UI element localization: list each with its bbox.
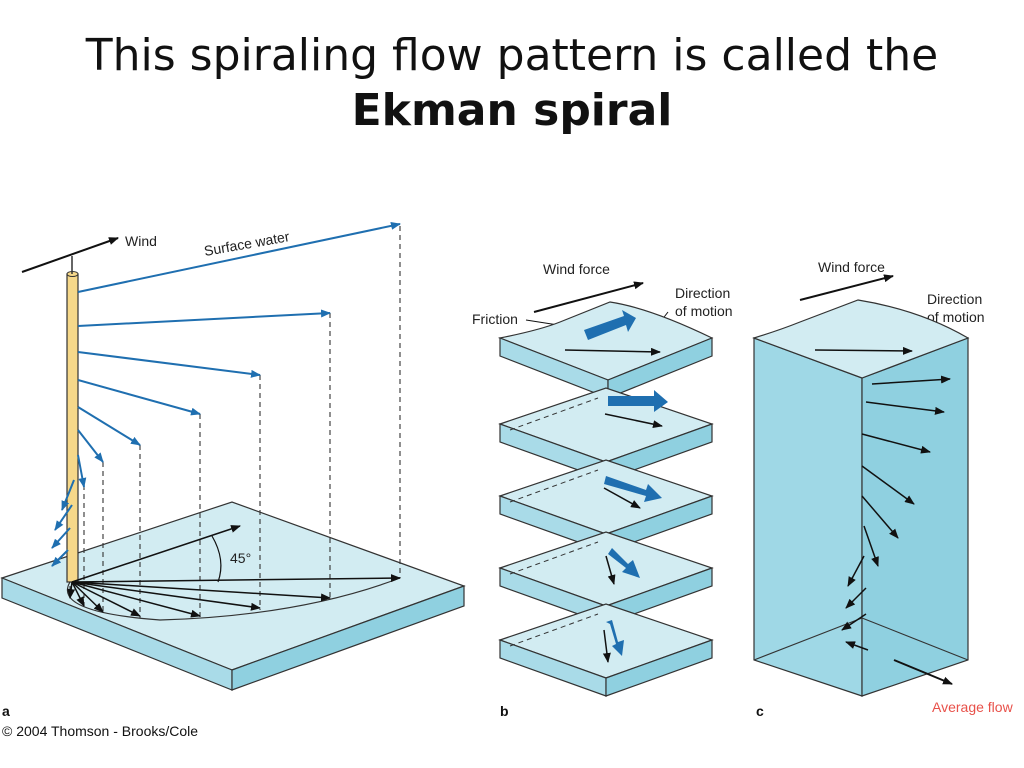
slide-title: This spiraling flow pattern is called th… [0,28,1024,138]
panel-c-direction-label-2: of motion [927,309,985,325]
panel-b-layer-1 [497,301,714,399]
panel-b-layer-5 [498,603,714,697]
panel-c-bottom-edge-2 [861,617,969,661]
panel-b-direction-label-1: Direction [675,285,730,301]
panel-b-direction-label-2: of motion [675,303,733,319]
panel-a-current-arrows [51,221,401,567]
panel-a-pole [66,273,79,583]
panel-b-layer-4 [498,531,714,625]
panel-c-column-left-face [753,337,863,697]
panel-c-surface-arrow [814,346,913,355]
panel-c-direction-label-1: Direction [927,291,982,307]
panel-c-column-right-face [861,337,969,697]
panel-b-layer-2 [498,387,714,481]
panel-a-projected-arrows [67,525,401,618]
panel-c-average-flow-label: Average flow [932,699,1014,715]
panel-c: Wind force Direction of motion Average f… [752,259,1014,719]
panel-b-friction-label: Friction [472,311,518,327]
panel-a-angle-label: 45° [230,550,251,566]
panel-a-slab-right [231,585,465,691]
panel-a-wind-label: Wind [125,233,157,249]
panel-c-wind-force-arrow [799,274,894,301]
panel-b-wind-force-arrow [533,281,644,313]
panel-c-depth-arrows [841,375,951,651]
figure-credit: © 2004 Thomson - Brooks/Cole [2,723,198,739]
panel-c-letter: c [756,703,764,719]
panel-c-column-top [752,299,970,379]
panel-b: Wind force Friction Direction of motion [472,261,733,719]
panel-b-layer-3 [498,459,714,553]
panel-a-surface-water-label: Surface water [203,228,291,259]
panel-a-spiral-footprint [66,577,401,621]
panel-a: Wind Surface water [0,221,466,719]
panel-a-angle-arc [211,535,222,583]
panel-c-wind-force-label: Wind force [818,259,885,275]
title-line-1: This spiraling flow pattern is called th… [85,30,939,81]
panel-b-letter: b [500,703,509,719]
title-line-2: Ekman spiral [351,85,673,136]
panel-b-wind-force-label: Wind force [543,261,610,277]
panel-c-average-flow-arrow [893,659,953,685]
panel-a-wind-arrow [21,237,119,273]
panel-a-letter: a [2,703,10,719]
